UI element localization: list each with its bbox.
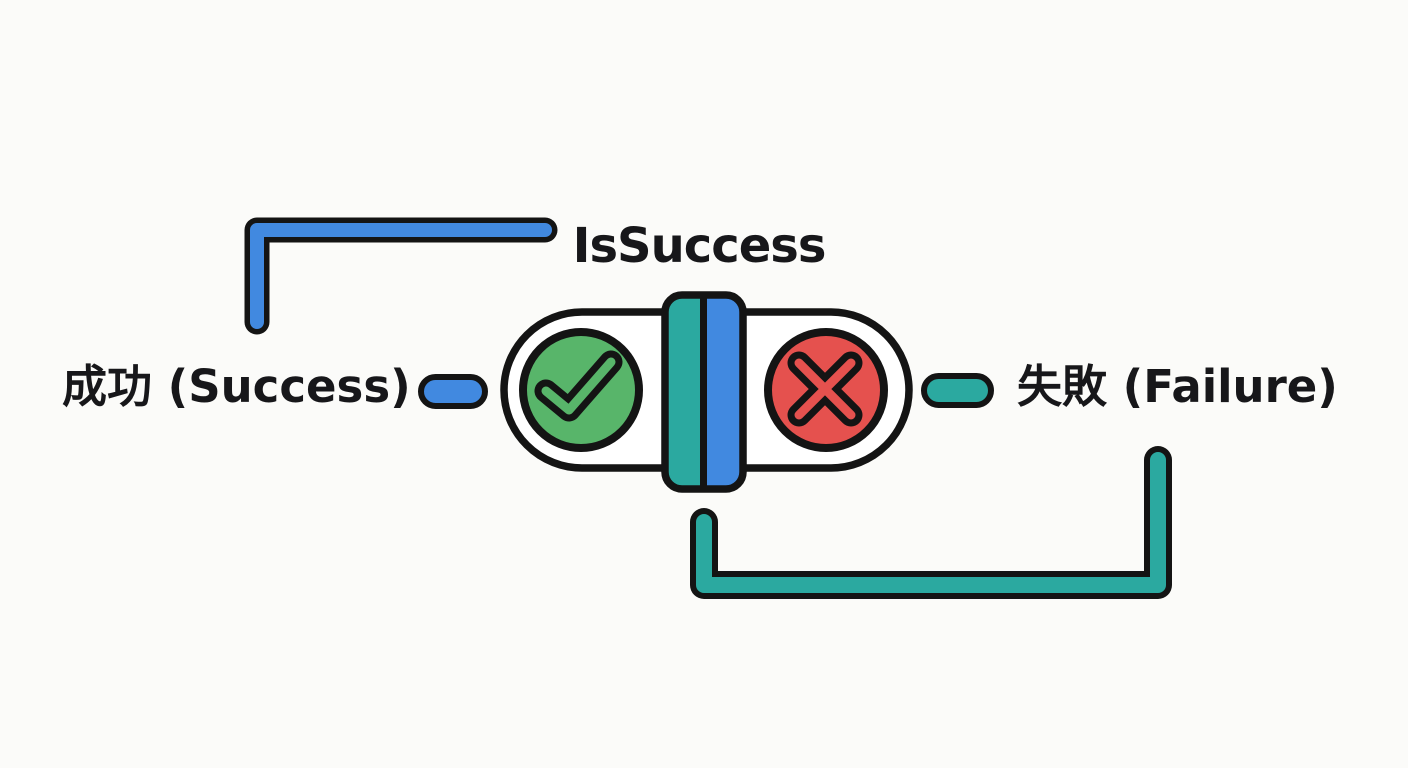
- failure-dash: [921, 373, 994, 408]
- issuccess-toggle[interactable]: [500, 291, 913, 493]
- success-connector-line: [250, 223, 552, 329]
- diagram-title: IsSuccess: [572, 218, 827, 274]
- handle-stripe-separator: [700, 295, 707, 489]
- x-icon-inner: [794, 358, 856, 420]
- toggle-handle-stripes[interactable]: [665, 295, 743, 489]
- check-icon-inner: [541, 357, 616, 415]
- failure-label: 失敗 (Failure): [1017, 360, 1338, 413]
- success-label: 成功 (Success): [62, 360, 411, 413]
- toggle-handle-outline[interactable]: [661, 291, 747, 493]
- handle-teal-stripe: [665, 295, 704, 489]
- failure-connector-line: [696, 452, 1166, 593]
- handle-blue-stripe: [704, 295, 743, 489]
- success-dash: [418, 374, 488, 409]
